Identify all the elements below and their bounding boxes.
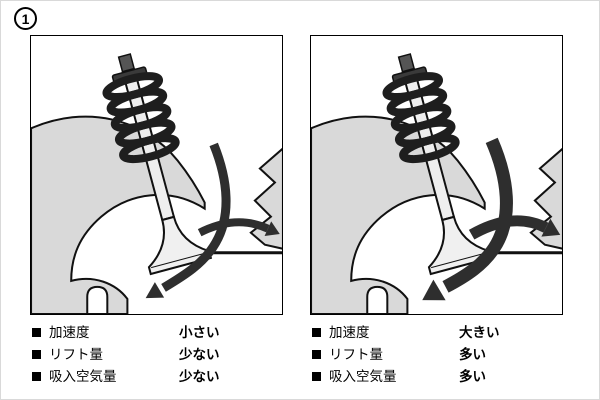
square-bullet-icon <box>312 350 321 359</box>
low-lift-spec-list: 加速度 小さい リフト量 少ない 吸入空気量 少ない <box>32 325 285 384</box>
spec-row-lift-amount: リフト量 多い <box>312 347 565 362</box>
spec-value: 多い <box>459 369 486 384</box>
high-lift-diagram-panel <box>310 35 563 315</box>
port-and-valve-illustration <box>311 48 562 314</box>
spec-row-acceleration: 加速度 大きい <box>312 325 565 340</box>
square-bullet-icon <box>32 328 41 337</box>
spec-label: 吸入空気量 <box>49 369 117 384</box>
low-lift-diagram <box>31 36 282 314</box>
square-bullet-icon <box>32 372 41 381</box>
spec-label: リフト量 <box>329 347 383 362</box>
port-and-valve-illustration <box>31 48 282 314</box>
spec-row-intake-air: 吸入空気量 少ない <box>32 369 285 384</box>
spec-value: 少ない <box>179 347 220 362</box>
high-lift-diagram <box>311 36 562 314</box>
low-lift-diagram-panel <box>30 35 283 315</box>
spec-row-intake-air: 吸入空気量 多い <box>312 369 565 384</box>
square-bullet-icon <box>312 372 321 381</box>
airflow-arrow-main-head-icon <box>422 279 446 301</box>
square-bullet-icon <box>32 350 41 359</box>
spec-value: 大きい <box>459 325 500 340</box>
airflow-arrow-side <box>197 218 270 237</box>
airflow-arrow-main <box>442 137 513 293</box>
high-lift-spec-list: 加速度 大きい リフト量 多い 吸入空気量 多い <box>312 325 565 384</box>
airflow-arrow-main-head-icon <box>145 282 165 299</box>
spec-row-acceleration: 加速度 小さい <box>32 325 285 340</box>
spec-label: 加速度 <box>49 325 90 340</box>
airflow-arrow-side-head-icon <box>264 221 280 237</box>
square-bullet-icon <box>312 328 321 337</box>
spec-value: 多い <box>459 347 486 362</box>
spec-row-lift-amount: リフト量 少ない <box>32 347 285 362</box>
spec-value: 少ない <box>179 369 220 384</box>
figure-number: 1 <box>14 7 37 30</box>
spec-label: 吸入空気量 <box>329 369 397 384</box>
airflow-arrow-main <box>161 142 231 292</box>
airflow-arrows-small <box>145 142 280 299</box>
airflow-arrow-side <box>468 215 549 240</box>
spec-label: 加速度 <box>329 325 370 340</box>
airflow-arrows-large <box>422 137 561 301</box>
spec-value: 小さい <box>179 325 220 340</box>
airflow-arrow-side-head-icon <box>541 218 561 237</box>
spec-label: リフト量 <box>49 347 103 362</box>
